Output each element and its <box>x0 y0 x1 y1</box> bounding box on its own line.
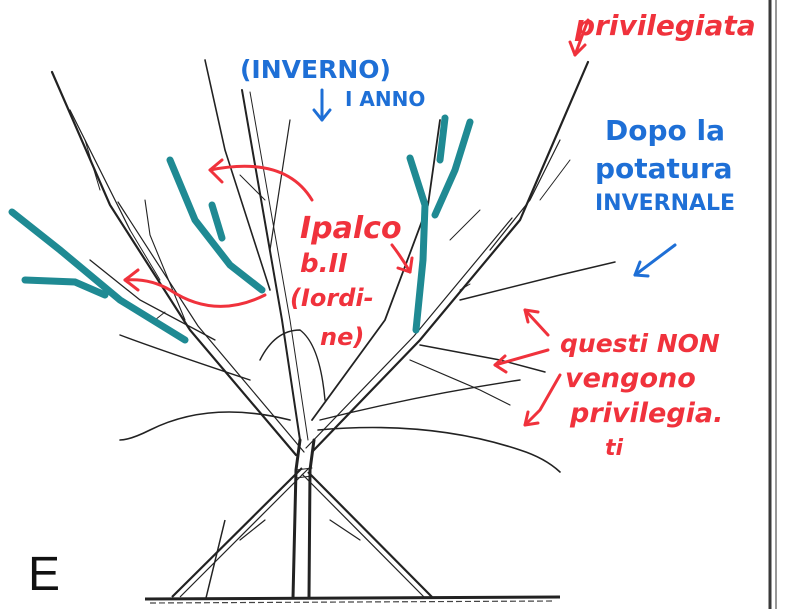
label-inverno: (INVERNO) <box>240 55 391 84</box>
label-b2-line3: ne) <box>320 323 364 351</box>
label-questi-line3: privilegia. <box>569 398 723 429</box>
label-i-anno: I ANNO <box>345 87 425 111</box>
support-stakes <box>172 468 432 598</box>
label-b2-line2: (Iordi- <box>290 284 374 312</box>
label-questi-line1: questi NON <box>560 329 720 358</box>
label-questi-line2: vengono <box>565 363 696 394</box>
label-dopo-line3: INVERNALE <box>595 191 735 216</box>
label-dopo-line2: potatura <box>595 152 733 185</box>
label-ipalco: Ipalco <box>300 211 402 246</box>
ground-line <box>145 597 560 603</box>
figure-letter: E <box>28 548 60 601</box>
label-questi-line4: ti <box>605 436 624 461</box>
label-b2-line1: b.II <box>300 249 348 279</box>
label-privilegiata: privilegiata <box>574 9 756 42</box>
label-dopo-line1: Dopo la <box>605 114 725 147</box>
page-right-border <box>770 0 776 609</box>
